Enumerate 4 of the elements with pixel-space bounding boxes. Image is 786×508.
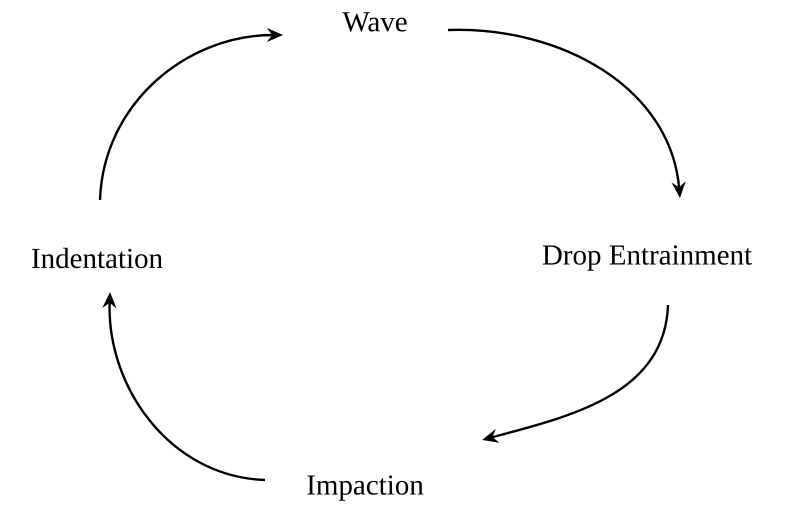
label-text: Drop Entrainment	[542, 245, 752, 271]
label-text: Impaction	[307, 475, 424, 501]
label-text: Wave	[342, 12, 407, 32]
label-text: Indentation	[32, 248, 163, 268]
